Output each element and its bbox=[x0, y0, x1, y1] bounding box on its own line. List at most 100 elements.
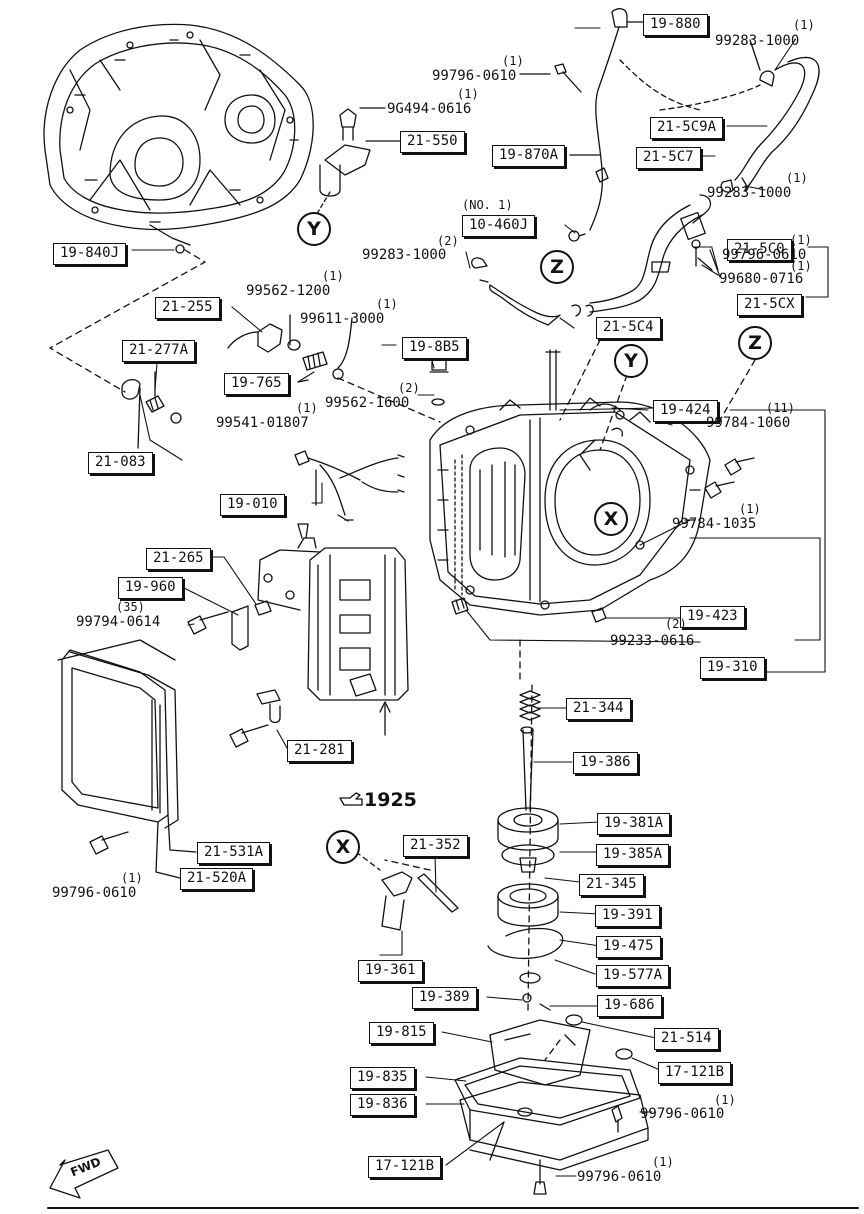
qty-99796-0610-pan: (1) bbox=[714, 1093, 736, 1107]
part-10-460J[interactable]: 10-460J bbox=[462, 215, 536, 237]
qty-99784-1060: (11) bbox=[766, 401, 795, 415]
qty-99562-1600: (2) bbox=[398, 381, 420, 395]
qty-99680-0716: (1) bbox=[790, 259, 812, 273]
part-99784-1060[interactable]: 99784-1060 bbox=[706, 415, 791, 431]
ref-page-1925[interactable]: 1925 bbox=[364, 789, 417, 811]
part-21-5CX[interactable]: 21-5CX bbox=[737, 294, 802, 316]
part-99796-0610-mid[interactable]: 99796-0610 bbox=[722, 247, 807, 263]
qty-9G494-0616: (1) bbox=[457, 87, 479, 101]
part-21-550[interactable]: 21-550 bbox=[400, 131, 465, 153]
qty-99562-1200: (1) bbox=[322, 269, 344, 283]
callout-x-lever: X bbox=[326, 830, 360, 864]
valve-body-drawing bbox=[257, 450, 409, 736]
part-19-389[interactable]: 19-389 bbox=[412, 987, 477, 1009]
part-99283-1000-left[interactable]: 99283-1000 bbox=[362, 247, 447, 263]
part-19-423[interactable]: 19-423 bbox=[680, 606, 745, 628]
part-99283-1000-mid[interactable]: 99283-1000 bbox=[707, 185, 792, 201]
part-19-386[interactable]: 19-386 bbox=[573, 752, 638, 774]
part-19-010[interactable]: 19-010 bbox=[220, 494, 285, 516]
callout-y-sensor: Y bbox=[297, 212, 331, 246]
part-19-686[interactable]: 19-686 bbox=[597, 995, 662, 1017]
side-cover-drawing bbox=[57, 639, 197, 879]
part-21-5C9A[interactable]: 21-5C9A bbox=[650, 117, 724, 139]
callout-z-case: Z bbox=[738, 326, 772, 360]
qty-99541-01807: (1) bbox=[296, 401, 318, 415]
part-99796-0610-pan[interactable]: 99796-0610 bbox=[640, 1106, 725, 1122]
transaxle-case-drawing bbox=[429, 349, 755, 623]
dipstick-drawing bbox=[519, 8, 645, 242]
part-19-960[interactable]: 19-960 bbox=[118, 577, 183, 599]
fwd-arrow bbox=[49, 1149, 119, 1199]
part-19-836[interactable]: 19-836 bbox=[350, 1094, 415, 1116]
part-19-870A[interactable]: 19-870A bbox=[492, 145, 566, 167]
part-19-424[interactable]: 19-424 bbox=[653, 400, 718, 422]
part-99562-1200[interactable]: 99562-1200 bbox=[246, 283, 331, 299]
manual-lever-drawing bbox=[355, 851, 459, 931]
callout-x-case: X bbox=[594, 502, 628, 536]
part-19-381A[interactable]: 19-381A bbox=[597, 813, 671, 835]
part-19-815[interactable]: 19-815 bbox=[369, 1022, 434, 1044]
part-99611-3000[interactable]: 99611-3000 bbox=[300, 311, 385, 327]
part-99784-1035[interactable]: 99784-1035 bbox=[672, 516, 757, 532]
part-99796-0610-bottom[interactable]: 99796-0610 bbox=[577, 1169, 662, 1185]
part-99680-0716[interactable]: 99680-0716 bbox=[719, 271, 804, 287]
part-21-5C7[interactable]: 21-5C7 bbox=[636, 147, 701, 169]
part-17-121B-left[interactable]: 17-121B bbox=[368, 1156, 442, 1178]
qty-99796-0610-left: (1) bbox=[121, 871, 143, 885]
part-19-880[interactable]: 19-880 bbox=[643, 14, 708, 36]
part-19-385A[interactable]: 19-385A bbox=[596, 844, 670, 866]
part-19-840J[interactable]: 19-840J bbox=[53, 243, 127, 265]
qty-99796-0610-mid: (1) bbox=[790, 233, 812, 247]
part-19-310[interactable]: 19-310 bbox=[700, 657, 765, 679]
part-99541-01807[interactable]: 99541-01807 bbox=[216, 415, 309, 431]
servo-stack-drawing bbox=[487, 690, 564, 1011]
qty-99784-1035: (1) bbox=[739, 502, 761, 516]
part-19-8B5[interactable]: 19-8B5 bbox=[402, 337, 467, 359]
part-21-514[interactable]: 21-514 bbox=[654, 1028, 719, 1050]
callout-z-hose: Z bbox=[540, 250, 574, 284]
part-21-531A[interactable]: 21-531A bbox=[197, 842, 271, 864]
part-21-344[interactable]: 21-344 bbox=[566, 698, 631, 720]
ref-pointer-icon bbox=[339, 792, 363, 806]
dashed-reference-lines bbox=[49, 249, 756, 1061]
qty-19-423: (2) bbox=[665, 617, 687, 631]
part-19-475[interactable]: 19-475 bbox=[596, 936, 661, 958]
part-19-361[interactable]: 19-361 bbox=[358, 960, 423, 982]
part-21-352[interactable]: 21-352 bbox=[403, 835, 468, 857]
part-99796-0610-top[interactable]: 99796-0610 bbox=[432, 68, 517, 84]
part-9G494-0616[interactable]: 9G494-0616 bbox=[387, 101, 472, 117]
speed-sensor-drawing bbox=[317, 107, 401, 213]
part-99794-0614[interactable]: 99794-0614 bbox=[76, 614, 161, 630]
part-19-577A[interactable]: 19-577A bbox=[596, 965, 670, 987]
qty-99283-1000-left: (2) bbox=[437, 234, 459, 248]
qty-99283-1000-mid: (1) bbox=[786, 171, 808, 185]
part-99796-0610-left[interactable]: 99796-0610 bbox=[52, 885, 137, 901]
part-21-5C0[interactable]: 21-5C0 bbox=[727, 239, 792, 261]
part-19-765[interactable]: 19-765 bbox=[224, 373, 289, 395]
part-19-391[interactable]: 19-391 bbox=[595, 905, 660, 927]
part-99233-0616[interactable]: 99233-0616 bbox=[610, 633, 695, 649]
part-99283-1000-top[interactable]: 99283-1000 bbox=[715, 33, 800, 49]
part-21-255[interactable]: 21-255 bbox=[155, 297, 220, 319]
part-21-345[interactable]: 21-345 bbox=[579, 874, 644, 896]
part-19-835[interactable]: 19-835 bbox=[350, 1067, 415, 1089]
transmission-case-drawing bbox=[43, 23, 314, 254]
part-99562-1600[interactable]: 99562-1600 bbox=[325, 395, 410, 411]
oil-pan-drawing bbox=[454, 1014, 649, 1195]
part-21-5C4[interactable]: 21-5C4 bbox=[596, 317, 661, 339]
part-21-265[interactable]: 21-265 bbox=[146, 548, 211, 570]
part-21-277A[interactable]: 21-277A bbox=[122, 340, 196, 362]
cooler-hose-drawing bbox=[471, 194, 713, 326]
qty-99611-3000: (1) bbox=[376, 297, 398, 311]
part-21-281[interactable]: 21-281 bbox=[287, 740, 352, 762]
breather-hose-drawing bbox=[619, 39, 820, 193]
qty-99796-0610-bottom: (1) bbox=[652, 1155, 674, 1169]
part-17-121B-right[interactable]: 17-121B bbox=[658, 1062, 732, 1084]
callout-y-case: Y bbox=[614, 344, 648, 378]
part-21-520A[interactable]: 21-520A bbox=[180, 868, 254, 890]
part-21-083[interactable]: 21-083 bbox=[88, 452, 153, 474]
qty-99283-1000-top: (1) bbox=[793, 18, 815, 32]
left-bolts-drawing bbox=[187, 600, 281, 748]
